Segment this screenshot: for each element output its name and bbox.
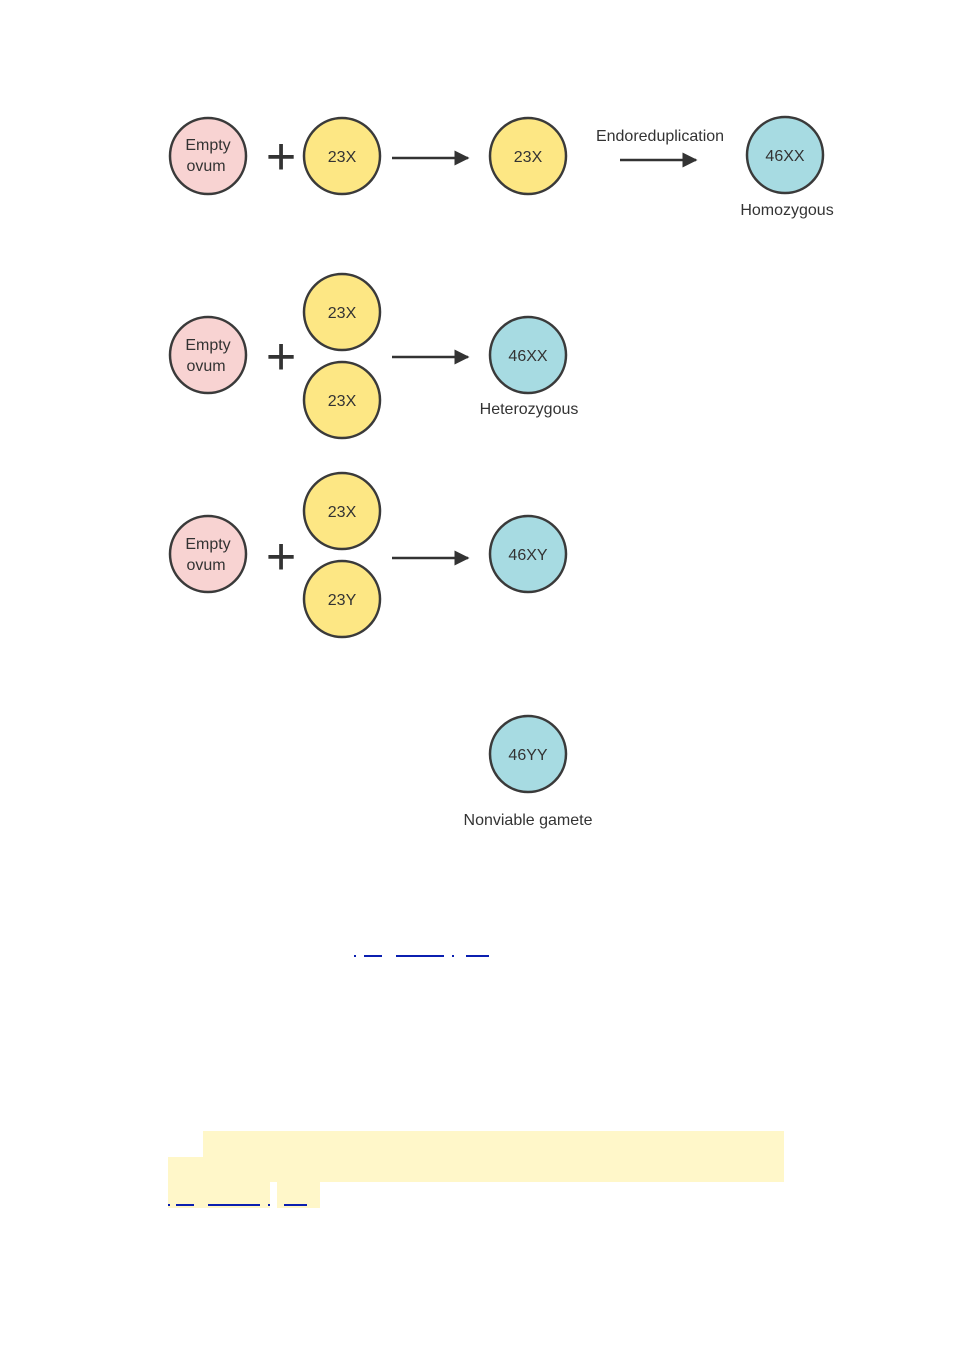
sperm-label: 23X bbox=[328, 149, 357, 166]
empty-ovum-line1: Empty bbox=[185, 337, 230, 354]
sperm-2a: 23X bbox=[302, 272, 382, 352]
sperm-label: 23Y bbox=[328, 592, 357, 609]
result-2: 46XX bbox=[488, 315, 568, 395]
highlight-line-1 bbox=[203, 1131, 784, 1157]
nonviable-result: 46YY Nonviable gamete bbox=[464, 714, 593, 829]
highlight-line-3b bbox=[277, 1182, 320, 1208]
result-label: 46XX bbox=[508, 348, 547, 365]
link-underline[interactable] bbox=[364, 955, 382, 957]
highlight-line-2 bbox=[168, 1157, 784, 1182]
sperm-label: 23X bbox=[328, 504, 357, 521]
sperm-2b: 23X bbox=[302, 360, 382, 440]
link-underline[interactable] bbox=[396, 955, 444, 957]
link-underline[interactable] bbox=[284, 1204, 307, 1206]
highlight-line-3a bbox=[168, 1182, 270, 1208]
result-label: 46YY bbox=[508, 747, 547, 764]
empty-ovum-line2: ovum bbox=[186, 557, 225, 574]
empty-ovum-1: Empty ovum bbox=[168, 116, 248, 196]
empty-ovum-3: Empty ovum bbox=[168, 514, 248, 594]
empty-ovum-line1: Empty bbox=[185, 137, 230, 154]
sperm-1: 23X bbox=[302, 116, 382, 196]
empty-ovum-2: Empty ovum bbox=[168, 315, 248, 395]
link-dot bbox=[168, 1204, 170, 1206]
link-dot bbox=[452, 955, 454, 957]
intermediate-1: 23X bbox=[488, 116, 568, 196]
result-label: 46XY bbox=[508, 547, 547, 564]
link-underline[interactable] bbox=[466, 955, 489, 957]
result-1: 46XX bbox=[745, 115, 825, 195]
process-label: Endoreduplication bbox=[596, 128, 724, 145]
link-underline[interactable] bbox=[176, 1204, 194, 1206]
link-underline[interactable] bbox=[208, 1204, 260, 1206]
result-3: 46XY bbox=[488, 514, 568, 594]
result-label: 46XX bbox=[765, 148, 804, 165]
nonviable-label: Nonviable gamete bbox=[464, 812, 593, 829]
sperm-3b: 23Y bbox=[302, 559, 382, 639]
intermediate-label: 23X bbox=[514, 149, 543, 166]
heterozygous-label: Heterozygous bbox=[480, 401, 579, 418]
link-dot bbox=[354, 955, 356, 957]
sperm-label: 23X bbox=[328, 393, 357, 410]
row-2: Empty ovum + 23X 23X 46XX Heterozygous bbox=[168, 272, 579, 440]
row-3: Empty ovum + 23X 23Y 46XY bbox=[168, 471, 568, 639]
empty-ovum-line2: ovum bbox=[186, 158, 225, 175]
plus-sign-3: + bbox=[266, 528, 296, 586]
row-1: Empty ovum + 23X 23X Endoreduplication 4… bbox=[168, 115, 834, 219]
plus-sign-1: + bbox=[266, 128, 296, 186]
sperm-3a: 23X bbox=[302, 471, 382, 551]
link-dot bbox=[268, 1204, 270, 1206]
plus-sign-2: + bbox=[266, 328, 296, 386]
homozygous-label: Homozygous bbox=[740, 202, 833, 219]
empty-ovum-line1: Empty bbox=[185, 536, 230, 553]
sperm-label: 23X bbox=[328, 305, 357, 322]
empty-ovum-line2: ovum bbox=[186, 358, 225, 375]
